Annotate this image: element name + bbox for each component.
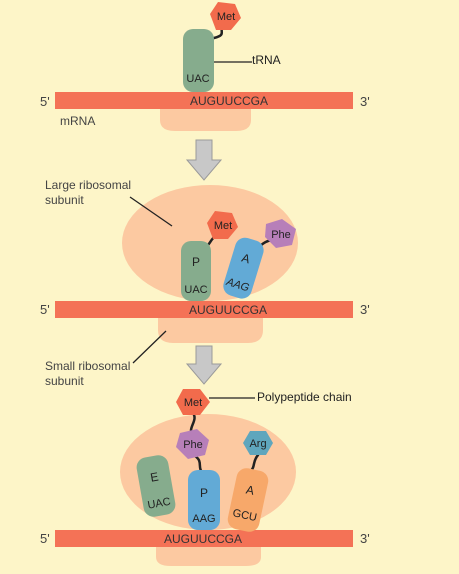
- small-subunit-stage2: [158, 318, 263, 343]
- five-prime-label-stage1: 5': [40, 94, 50, 109]
- trna-label: tRNA: [252, 53, 281, 67]
- trna-e-site-body: [136, 455, 176, 517]
- phe-label-stage2: Phe: [271, 229, 291, 241]
- three-prime-label-stage2: 3': [360, 302, 370, 317]
- met-label-stage3: Met: [184, 397, 202, 409]
- met-label-stage2: Met: [214, 220, 232, 232]
- e-site-label-stage3: E: [149, 470, 159, 485]
- mrna-sequence-stage1: AUGUUCCGA: [190, 94, 268, 108]
- five-prime-label-stage2: 5': [40, 302, 50, 317]
- mrna-sequence-stage3: AUGUUCCGA: [164, 532, 242, 546]
- arrow-shape-1: [185, 139, 223, 181]
- p-anticodon-stage2: UAC: [184, 284, 207, 296]
- arg-amino-acid-stage3: [243, 431, 273, 455]
- large-subunit-label-line2: subunit: [45, 193, 84, 207]
- p-site-label-stage3: P: [200, 486, 208, 500]
- stage-2: 5' 3' AUGUUCCGA Large ribosomal subunit …: [40, 178, 370, 388]
- arg-label-stage3: Arg: [249, 438, 266, 450]
- mrna-strand-stage1: [55, 92, 353, 109]
- arrow-shape-2: [185, 345, 223, 385]
- p-anticodon-stage3: AAG: [192, 513, 215, 525]
- polypeptide-chain-label: Polypeptide chain: [257, 390, 352, 404]
- trna-a-site-body: [223, 237, 264, 299]
- phe-amino-acid-stage2: [265, 219, 296, 248]
- large-subunit-label-line1: Large ribosomal: [45, 178, 131, 192]
- stage-3: 5' 3' AUGUUCCGA E UAC P AAG A GCU Phe Ar…: [40, 389, 370, 566]
- met-label-stage1: Met: [217, 11, 235, 23]
- small-subunit-stage3: [156, 547, 261, 566]
- trna-p-site-stage3: [188, 470, 220, 530]
- small-subunit-label-line1: Small ribosomal: [45, 359, 130, 373]
- met-amino-acid-stage2: [207, 211, 238, 239]
- large-subunit-leader-line: [129, 196, 173, 227]
- trna-stage1: [183, 29, 214, 92]
- a-site-label-stage3: A: [245, 483, 256, 498]
- trna-p-site-stage2: [181, 241, 211, 301]
- met-amino-acid-stage3: [176, 389, 210, 415]
- stage-1: 5' 3' AUGUUCCGA mRNA UAC Met tRNA: [40, 2, 370, 131]
- down-arrow-1: [185, 139, 223, 181]
- p-site-label-stage2: P: [192, 255, 200, 269]
- e-anticodon-stage3: UAC: [147, 496, 172, 512]
- met-amino-acid-stage1: [210, 2, 241, 30]
- trna-a-site-stage2: A AAG: [223, 237, 264, 299]
- five-prime-label-stage3: 5': [40, 531, 50, 546]
- mrna-label: mRNA: [60, 114, 95, 128]
- phe-amino-acid-stage3: [176, 429, 209, 459]
- three-prime-label-stage3: 3': [360, 531, 370, 546]
- mrna-sequence-stage2: AUGUUCCGA: [189, 303, 267, 317]
- mrna-strand-stage3: [55, 530, 353, 547]
- small-subunit-stage1: [160, 108, 251, 131]
- a-site-label-stage2: A: [240, 251, 252, 267]
- phe-label-stage3: Phe: [183, 439, 203, 451]
- mrna-strand-stage2: [55, 301, 353, 318]
- small-subunit-label-line2: subunit: [45, 374, 84, 388]
- three-prime-label-stage1: 3': [360, 94, 370, 109]
- trna-anticodon-stage1: UAC: [186, 73, 209, 85]
- trna-a-site-body-stage3: [227, 468, 269, 532]
- down-arrow-2: [185, 345, 223, 385]
- trna-e-site-stage3: E UAC: [136, 455, 176, 517]
- small-subunit-leader-line: [132, 330, 167, 364]
- trna-a-site-stage3: A GCU: [227, 468, 269, 532]
- a-anticodon-stage3: GCU: [231, 507, 257, 524]
